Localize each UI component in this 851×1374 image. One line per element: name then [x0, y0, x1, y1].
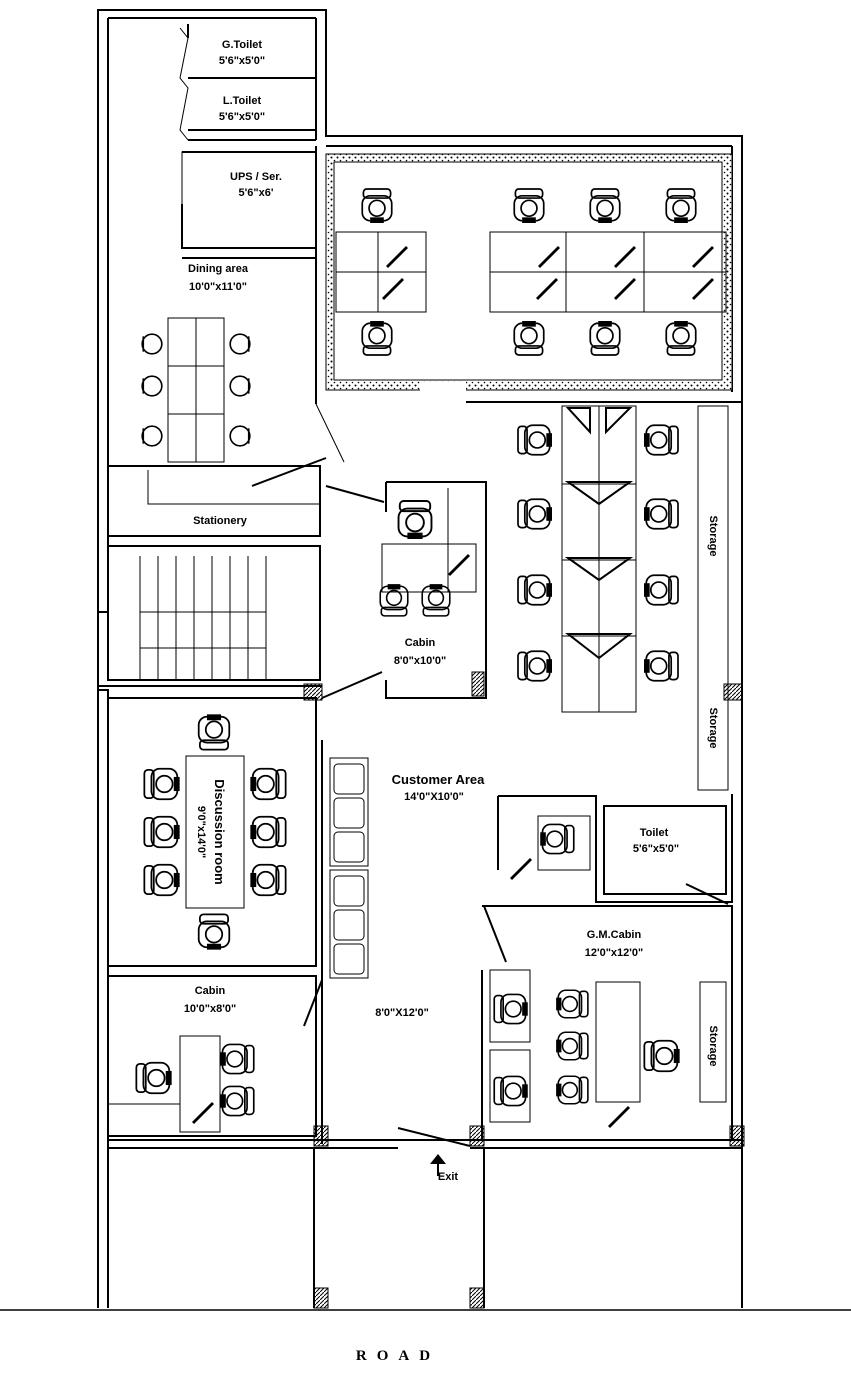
reception-chair — [539, 823, 575, 855]
dining-chair — [229, 425, 251, 447]
monitor-icon — [510, 858, 532, 880]
dining-door — [251, 457, 327, 487]
customer-size: 14'0"X10'0" — [404, 791, 464, 803]
dining-size: 10'0"x11'0" — [189, 281, 247, 293]
road-label: ROAD — [356, 1348, 440, 1364]
workstation-chair — [517, 424, 553, 456]
dining-chair — [141, 425, 163, 447]
dining-area: Dining area 10'0"x11'0" — [108, 263, 345, 487]
storage-strip: Storage Storage — [697, 405, 743, 791]
gm-chair — [493, 1075, 529, 1107]
workstation-chair — [643, 574, 679, 606]
storage-label-1: Storage — [707, 516, 719, 557]
cabin-chair — [219, 1085, 255, 1117]
gm-cabin-door — [483, 905, 507, 963]
l-toilet-name: L.Toilet — [223, 95, 262, 107]
cabin-chair — [135, 1061, 173, 1095]
workstation-chair — [517, 498, 553, 530]
dining-chair — [141, 333, 163, 355]
customer-area: Customer Area 14'0"X10'0" 8'0"X12'0" — [303, 740, 485, 1144]
l-toilet-size: 5'6"x5'0" — [219, 111, 265, 123]
storage-label-3: Storage — [707, 1026, 719, 1067]
reception: Toilet 5'6"x5'0" — [497, 794, 733, 905]
workstation-chair — [643, 498, 679, 530]
lobby-size: 8'0"X12'0" — [375, 1007, 429, 1019]
entrance: Exit — [108, 1125, 742, 1309]
cabin-chair — [219, 1043, 255, 1075]
monitor-icon — [448, 554, 470, 576]
workstation-hall — [325, 153, 742, 403]
ups-name: UPS / Ser. — [230, 171, 282, 183]
g-toilet-size: 5'6"x5'0" — [219, 55, 265, 67]
gm-chair — [555, 1075, 589, 1105]
cabin-bottom-name: Cabin — [195, 985, 226, 997]
discussion-chair — [197, 713, 231, 751]
discussion-chair — [143, 815, 181, 849]
discussion-chair — [143, 767, 181, 801]
discussion-room: Discussion room 9'0"x14'0" — [98, 683, 323, 967]
gm-chair — [555, 1031, 589, 1061]
toilet-block — [179, 24, 317, 259]
cabin-top-door — [321, 671, 383, 699]
discussion-chair — [249, 863, 287, 897]
exit-arrow-icon — [430, 1154, 446, 1164]
exit-label: Exit — [438, 1171, 459, 1183]
workstation-chair — [517, 574, 553, 606]
toilet-size: 5'6"x5'0" — [633, 843, 679, 855]
customer-name: Customer Area — [392, 772, 485, 787]
cabin-chair — [397, 500, 433, 540]
monitor-icon — [608, 1106, 630, 1128]
cabin-top: Cabin 8'0"x10'0" — [321, 481, 487, 699]
cabin-top-size: 8'0"x10'0" — [394, 655, 446, 667]
main-door — [397, 1127, 471, 1147]
ups-size: 5'6"x6' — [239, 187, 274, 199]
cabin-bottom-size: 10'0"x8'0" — [184, 1003, 236, 1015]
stationery-name: Stationery — [193, 515, 248, 527]
stationery-room: Stationery — [107, 465, 321, 547]
discussion-chair — [197, 913, 231, 951]
staircase — [107, 545, 321, 681]
g-toilet-name: G.Toilet — [222, 39, 262, 51]
dining-name: Dining area — [188, 263, 249, 275]
toilet-name: Toilet — [640, 827, 669, 839]
workstation-chair — [517, 650, 553, 682]
discussion-chair — [249, 767, 287, 801]
discussion-size: 9'0"x14'0" — [195, 806, 207, 858]
storage-label-2: Storage — [707, 708, 719, 749]
cabin-chair — [421, 583, 451, 617]
gm-chair — [555, 989, 589, 1019]
gm-cabin-size: 12'0"x12'0" — [585, 947, 644, 959]
discussion-table — [185, 755, 245, 909]
dining-chair — [229, 333, 251, 355]
gm-chair — [643, 1039, 681, 1073]
cabin-chair — [379, 583, 409, 617]
discussion-chair — [249, 815, 287, 849]
cabin-top-name: Cabin — [405, 637, 436, 649]
gm-chair — [493, 993, 529, 1025]
workstation-chair — [643, 424, 679, 456]
cabin-top-door — [325, 485, 385, 503]
workstation-column — [517, 405, 679, 713]
discussion-name: Discussion room — [212, 779, 227, 884]
gm-cabin-name: G.M.Cabin — [587, 929, 642, 941]
cabin-bottom-door — [303, 979, 323, 1027]
discussion-chair — [143, 863, 181, 897]
toilet-door — [685, 883, 729, 905]
workstation-chair — [643, 650, 679, 682]
monitor-icon — [192, 1102, 214, 1124]
gm-cabin: G.M.Cabin 12'0"x12'0" Storage — [481, 905, 745, 1147]
dining-chair — [141, 375, 163, 397]
dining-chair — [229, 375, 251, 397]
cabin-bottom: Cabin 10'0"x8'0" — [107, 975, 317, 1137]
